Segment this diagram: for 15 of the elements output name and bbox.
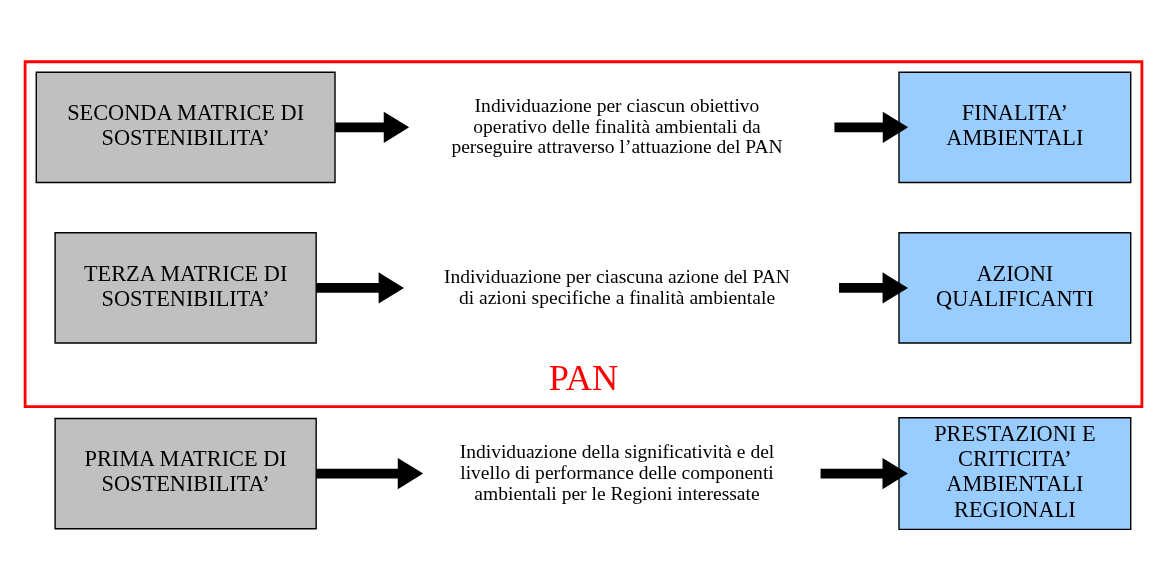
node-box: PRIMA MATRICE DI SOSTENIBILITA’ (54, 417, 317, 530)
node-box: FINALITA’ AMBIENTALI (898, 71, 1132, 184)
node-box: AZIONI QUALIFICANTI (898, 232, 1132, 344)
arrow (316, 272, 405, 304)
arrow (820, 458, 908, 490)
node-box: SECONDA MATRICE DI SOSTENIBILITA’ (35, 71, 336, 184)
node-text: Individuazione della significatività e del livello di performance delle componenti ambientali per le Regioni interessate (459, 440, 775, 504)
arrow (834, 111, 909, 143)
arrow (335, 111, 410, 143)
node-box: TERZA MATRICE DI SOSTENIBILITA’ (54, 232, 317, 344)
node-box: PRESTAZIONI E CRITICITA’ AMBIENTALI REGIONALI (898, 417, 1132, 531)
arrow (839, 272, 908, 304)
node-text: Individuazione per ciascuna azione del PAN di azioni specifiche a finalità ambientale (444, 265, 790, 308)
arrow (316, 458, 424, 490)
node-text: Individuazione per ciascun obiettivo operativo delle finalità ambientali da perseguire attraverso l’attuazione del PAN (451, 94, 783, 158)
